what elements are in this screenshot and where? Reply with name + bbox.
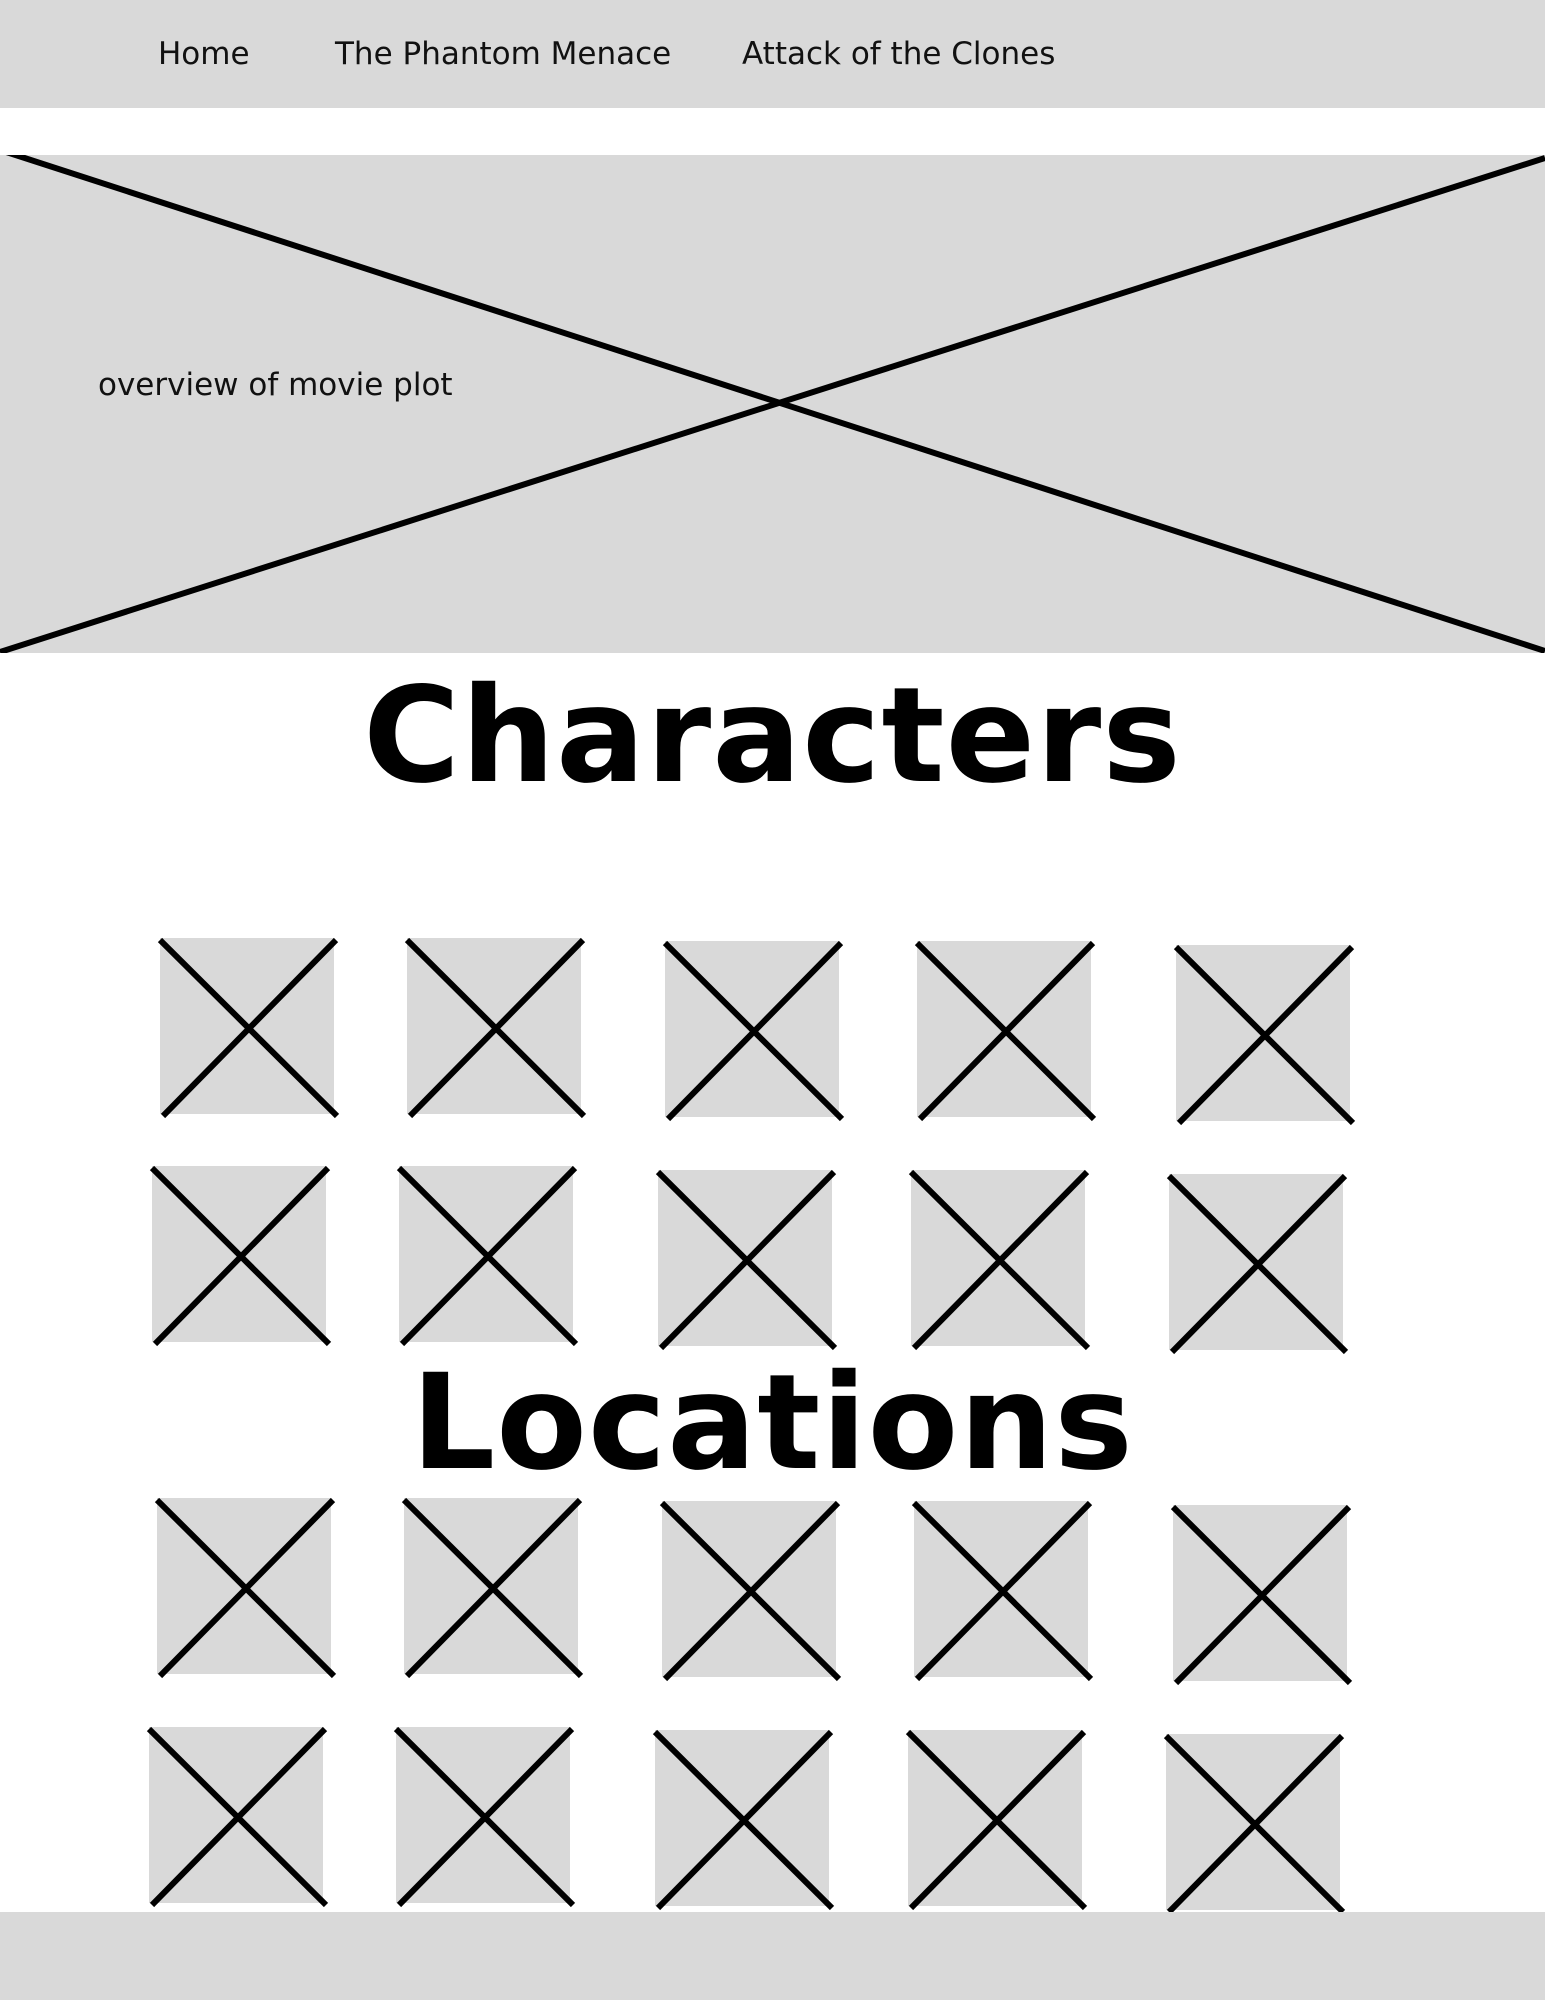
image-placeholder-icon [1166, 1173, 1349, 1355]
image-placeholder-icon [149, 1165, 332, 1347]
location-tile[interactable] [393, 1726, 576, 1908]
image-placeholder-icon [905, 1729, 1088, 1911]
image-placeholder-icon [659, 1500, 842, 1682]
image-placeholder-icon [401, 1497, 584, 1679]
footer [0, 1912, 1545, 2000]
location-tile[interactable] [146, 1726, 329, 1908]
location-tile[interactable] [911, 1500, 1094, 1682]
image-placeholder-icon [1170, 1504, 1353, 1686]
image-placeholder-icon [154, 1497, 337, 1679]
character-tile[interactable] [1166, 1173, 1349, 1355]
character-tile[interactable] [404, 937, 587, 1119]
character-tile[interactable] [1173, 944, 1356, 1126]
location-tile[interactable] [905, 1729, 1088, 1911]
image-placeholder-icon [396, 1165, 579, 1347]
characters-heading: Characters [363, 659, 1182, 813]
character-tile[interactable] [149, 1165, 332, 1347]
character-tile[interactable] [655, 1169, 838, 1351]
image-placeholder-icon [911, 1500, 1094, 1682]
character-tile[interactable] [908, 1169, 1091, 1351]
image-placeholder-icon [655, 1169, 838, 1351]
character-tile[interactable] [396, 1165, 579, 1347]
image-placeholder-icon [1173, 944, 1356, 1126]
nav-link-attack-of-the-clones[interactable]: Attack of the Clones [742, 36, 1056, 72]
image-placeholder-icon [908, 1169, 1091, 1351]
top-nav: Home The Phantom Menace Attack of the Cl… [0, 0, 1545, 108]
image-placeholder-icon [914, 940, 1097, 1122]
image-placeholder-icon [404, 937, 587, 1119]
location-tile[interactable] [154, 1497, 337, 1679]
location-tile[interactable] [1163, 1733, 1346, 1915]
hero-image-placeholder-icon [0, 155, 1545, 653]
character-tile[interactable] [914, 940, 1097, 1122]
image-placeholder-icon [146, 1726, 329, 1908]
character-tile[interactable] [157, 937, 340, 1119]
nav-link-the-phantom-menace[interactable]: The Phantom Menace [335, 36, 672, 72]
image-placeholder-icon [662, 940, 845, 1122]
location-tile[interactable] [401, 1497, 584, 1679]
hero-overview-text: overview of movie plot [98, 367, 453, 403]
image-placeholder-icon [393, 1726, 576, 1908]
image-placeholder-icon [157, 937, 340, 1119]
character-tile[interactable] [662, 940, 845, 1122]
location-tile[interactable] [1170, 1504, 1353, 1686]
locations-heading: Locations [411, 1346, 1134, 1500]
image-placeholder-icon [1163, 1733, 1346, 1915]
location-tile[interactable] [652, 1729, 835, 1911]
hero-banner: overview of movie plot [0, 155, 1545, 653]
image-placeholder-icon [652, 1729, 835, 1911]
location-tile[interactable] [659, 1500, 842, 1682]
nav-link-home[interactable]: Home [158, 36, 250, 72]
